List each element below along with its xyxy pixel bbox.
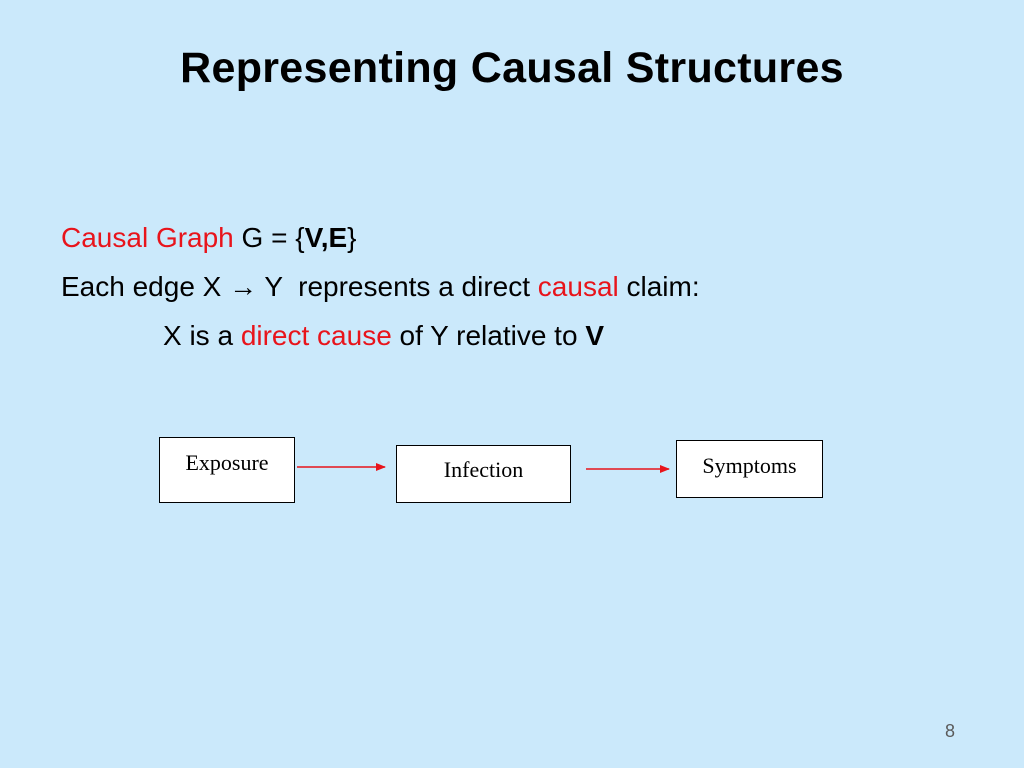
edge-claim-prefix: Each edge X — [61, 271, 230, 302]
causal-graph-term: Causal Graph — [61, 222, 234, 253]
vertex-set-v: V — [585, 320, 604, 351]
edge-arrow-symbol: → — [229, 271, 258, 302]
causal-graph-definition: Causal Graph G = {V,E} — [61, 220, 357, 256]
graph-vertex-edge-set: V,E — [304, 222, 348, 253]
node-exposure: Exposure — [159, 437, 295, 503]
node-infection: Infection — [396, 445, 571, 503]
edge-claim-line: Each edge X → Y represents a direct caus… — [61, 269, 700, 305]
node-symptoms: Symptoms — [676, 440, 823, 498]
graph-equals-text: G = { — [233, 222, 305, 253]
relative-claim-prefix: X is a — [163, 320, 241, 351]
causal-highlight: causal — [537, 271, 619, 302]
edge-claim-suffix: claim: — [618, 271, 700, 302]
direct-cause-highlight: direct cause — [240, 320, 392, 351]
slide-title: Representing Causal Structures — [180, 44, 844, 92]
edge-claim-middle: Y represents a direct — [257, 271, 538, 302]
page-number: 8 — [944, 721, 955, 741]
relative-claim-line: X is a direct cause of Y relative to V — [163, 318, 604, 354]
relative-claim-middle: of Y relative to — [391, 320, 586, 351]
graph-close-brace: } — [347, 222, 357, 253]
